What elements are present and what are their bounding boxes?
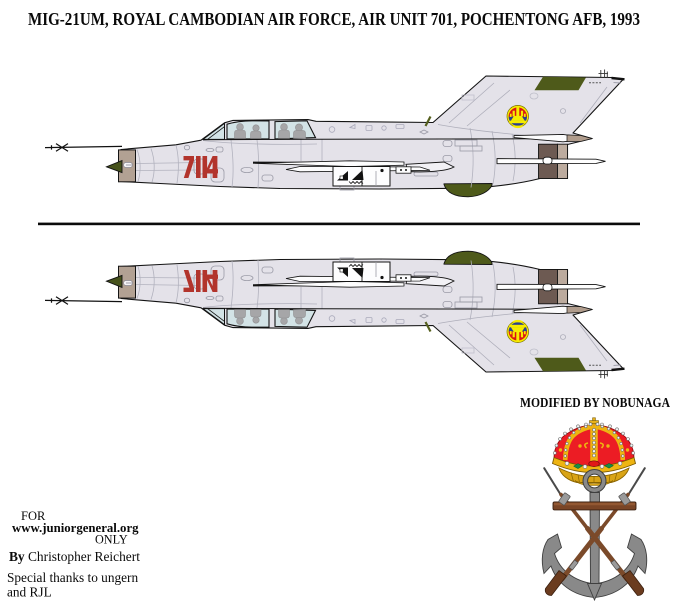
svg-text:Special thanks to ungern: Special thanks to ungern — [7, 570, 138, 585]
svg-text:www.juniorgeneral.org: www.juniorgeneral.org — [12, 521, 139, 535]
svg-text:MODIFIED BY NOBUNAGA: MODIFIED BY NOBUNAGA — [520, 396, 671, 411]
svg-text:FOR: FOR — [21, 509, 46, 523]
svg-text:By Christopher Reichert: By Christopher Reichert — [9, 549, 140, 564]
svg-text:and RJL: and RJL — [7, 585, 52, 600]
svg-text:ONLY: ONLY — [95, 533, 128, 547]
svg-text:MIG-21UM, ROYAL CAMBODIAN AIR: MIG-21UM, ROYAL CAMBODIAN AIR FORCE, AIR… — [28, 9, 640, 29]
